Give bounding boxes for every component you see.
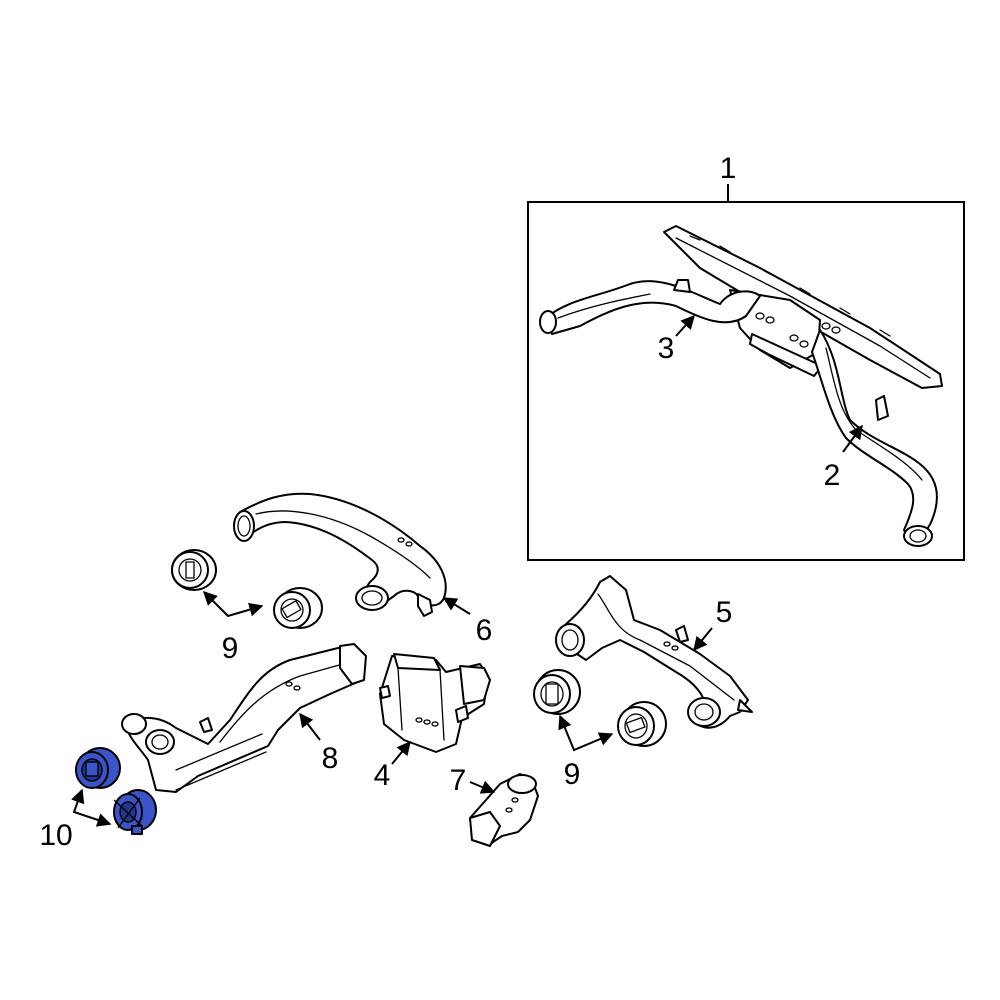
part-4-duct-drawing (379, 653, 491, 753)
callout-3-leader (675, 314, 695, 337)
part-5-duct-drawing (555, 575, 753, 729)
callout-9-left: 9 (222, 632, 239, 665)
callout-9-left-leader (203, 591, 264, 618)
callout-8: 8 (322, 742, 339, 775)
callout-5: 5 (716, 596, 733, 629)
callout-9-right-leader (558, 714, 614, 752)
part-10-vent-highlighted-b (113, 789, 157, 835)
callout-1: 1 (720, 152, 737, 185)
callout-8-leader (299, 712, 321, 741)
callout-7: 7 (450, 764, 467, 797)
part-9-vent-right-b (617, 701, 667, 747)
part-8-duct-drawing (121, 643, 367, 793)
callout-4-leader (391, 740, 411, 765)
callout-4: 4 (374, 759, 391, 792)
callout-10: 10 (39, 819, 72, 852)
callout-9-right: 9 (564, 758, 581, 791)
part-9-vent-left-a (171, 549, 217, 591)
part-9-vent-right-a (533, 669, 581, 715)
part-7-duct-drawing (469, 773, 539, 847)
callout-10-leader (71, 788, 112, 827)
assembly-inset-box (527, 201, 965, 561)
callout-5-leader (693, 627, 713, 652)
callout-2: 2 (824, 459, 841, 492)
part-6-duct-drawing (233, 492, 447, 617)
callout-3: 3 (658, 332, 675, 365)
part-10-vent-highlighted-a (75, 747, 121, 789)
callout-6-leader (442, 597, 471, 615)
callout-6: 6 (476, 614, 493, 647)
callout-2-leader (842, 424, 863, 453)
duct-assembly-drawing (539, 225, 943, 547)
callout-7-leader (469, 780, 496, 794)
part-9-vent-left-b (273, 587, 323, 629)
